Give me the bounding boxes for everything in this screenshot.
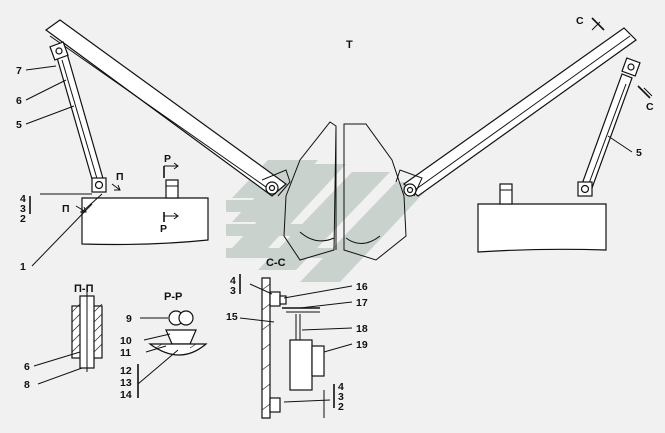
label-section-p: П-П: [74, 283, 94, 295]
callout-6b: 6: [24, 361, 30, 373]
cut-label-p-bottom: П: [62, 203, 70, 215]
callout-11: 11: [120, 347, 131, 359]
left-leaf: [44, 19, 291, 197]
callout-16: 16: [356, 281, 368, 293]
callout-stack-b-2: 3: [230, 285, 236, 297]
label-main-view: T: [346, 39, 353, 51]
callout-stack-a-3: 2: [20, 213, 26, 225]
callout-9: 9: [126, 313, 132, 325]
callout-5b: 5: [636, 147, 642, 159]
callout-13: 13: [120, 377, 132, 389]
leaders-main: [25, 65, 633, 267]
central-backrest: [283, 121, 407, 261]
section-p-p-view: [33, 292, 103, 385]
callout-stack-a-1: 4: [20, 193, 26, 205]
callout-12: 12: [120, 365, 132, 377]
label-section-c: С-С: [266, 257, 286, 269]
label-section-r: Р-Р: [164, 291, 182, 303]
section-c-c-view: [239, 274, 353, 419]
callout-stack-c-2: 3: [338, 391, 344, 403]
section-mark-r: [163, 162, 179, 222]
section-mark-p: [75, 183, 121, 213]
right-leaf: [395, 27, 637, 197]
callout-8: 8: [24, 379, 30, 391]
callout-stack-c-1: 4: [338, 381, 344, 393]
callout-1: 1: [20, 261, 26, 273]
callout-14: 14: [120, 389, 132, 401]
cut-label-c-top: С: [576, 15, 584, 27]
callout-7: 7: [16, 65, 22, 77]
callout-stack-a-2: 3: [20, 203, 26, 215]
section-mark-c: [591, 17, 653, 99]
right-strut: [577, 57, 641, 197]
cut-label-c-right: С: [646, 101, 654, 113]
callout-10: 10: [120, 335, 132, 347]
cut-label-r-bottom: Р: [160, 223, 167, 235]
callout-19: 19: [356, 339, 368, 351]
callout-5a: 5: [16, 119, 22, 131]
callout-17: 17: [356, 297, 368, 309]
cut-label-r-top: Р: [164, 153, 171, 165]
callout-stack-b-1: 4: [230, 275, 236, 287]
left-base-block: [81, 179, 209, 246]
callout-18: 18: [356, 323, 368, 335]
cut-label-p-top: П: [116, 171, 124, 183]
right-base-block: [477, 183, 607, 253]
callout-15: 15: [226, 311, 238, 323]
left-strut: [49, 41, 107, 193]
callout-stack-c-3: 2: [338, 401, 344, 413]
section-r-r-view: [137, 310, 208, 398]
callout-6a: 6: [16, 95, 22, 107]
